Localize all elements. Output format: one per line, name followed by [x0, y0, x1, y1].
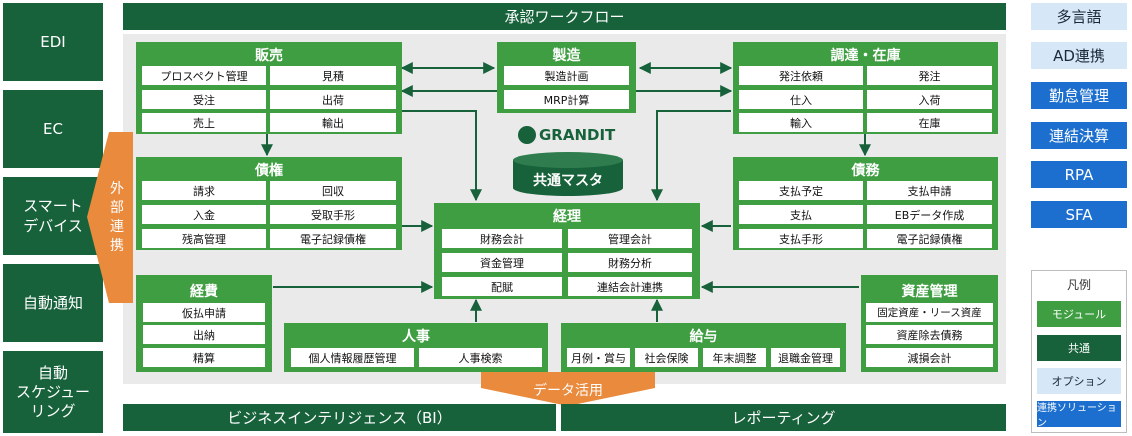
legend: 凡例 モジュール 共通 オプション 連携ソリューション: [1031, 270, 1127, 433]
cell: 資金管理: [442, 253, 562, 272]
cell: 退職金管理: [771, 348, 840, 367]
legend-title: 凡例: [1066, 278, 1091, 292]
left-item-auto-notify: 自動通知: [3, 264, 103, 342]
cell: 社会保険: [635, 348, 698, 367]
cell: 減損会計: [866, 348, 993, 367]
legend-common: 共通: [1037, 335, 1121, 361]
cell: 財務会計: [442, 229, 562, 248]
cell: 支払予定: [739, 181, 863, 200]
cell: 残高管理: [142, 229, 266, 248]
bi-bar: ビジネスインテリジェンス（BI）: [123, 404, 556, 431]
left-item-edi: EDI: [3, 3, 103, 81]
module-sales: 販売 プロスペクト管理 見積 受注 出荷 売上 輸出: [136, 42, 402, 134]
module-assets: 資産管理 固定資産・リース資産 資産除去債務 減損会計: [861, 275, 998, 372]
cell: 輸出: [270, 113, 396, 132]
cell: 売上: [142, 113, 266, 132]
cell: 仮払申請: [143, 303, 265, 322]
solution-sfa: SFA: [1031, 201, 1127, 228]
approval-workflow-bar: 承認ワークフロー: [123, 3, 1006, 30]
grandit-logo: GRANDIT: [518, 124, 618, 146]
left-item-auto-schedule: 自動 スケジュー リング: [3, 351, 103, 433]
module-receivables: 債権 請求 回収 入金 受取手形 残高管理 電子記録債権: [136, 157, 402, 250]
cell: 発注依頼: [739, 66, 863, 85]
module-accounting: 経理 財務会計 管理会計 資金管理 財務分析 配賦 連結会計連携: [434, 203, 700, 299]
cell: 入荷: [867, 90, 992, 109]
module-manufacturing-title: 製造: [552, 48, 581, 64]
module-payroll-title: 給与: [689, 329, 718, 345]
solution-consolidation: 連結決算: [1031, 122, 1127, 149]
module-assets-title: 資産管理: [901, 284, 958, 300]
module-hr-title: 人事: [402, 329, 430, 345]
legend-solution: 連携ソリューション: [1037, 401, 1121, 429]
module-payables-title: 債務: [851, 163, 880, 179]
cell: 回収: [270, 181, 396, 200]
cell: 支払申請: [867, 181, 992, 200]
cell: 月例・賞与: [567, 348, 630, 367]
cell: 資産除去債務: [866, 325, 993, 344]
cell: 年末調整: [703, 348, 766, 367]
left-item-ec: EC: [3, 90, 103, 168]
cell: 出荷: [270, 90, 396, 109]
cell: 在庫: [867, 113, 992, 132]
external-link-label: 外部 連携: [110, 181, 124, 254]
option-ad-integration: AD連携: [1031, 42, 1127, 69]
cell: 支払手形: [739, 229, 863, 248]
cell: 精算: [143, 348, 265, 367]
cell: 配賦: [442, 277, 562, 296]
cell: 財務分析: [568, 253, 692, 272]
cell: 電子記録債権: [867, 229, 992, 248]
option-multilingual: 多言語: [1031, 3, 1127, 30]
module-payroll: 給与 月例・賞与 社会保険 年末調整 退職金管理: [561, 323, 846, 372]
data-usage-label: データ活用: [533, 383, 603, 399]
cell: 連結会計連携: [568, 277, 692, 296]
module-accounting-title: 経理: [553, 209, 581, 225]
logo-text: GRANDIT: [539, 126, 616, 144]
cell: EBデータ作成: [867, 205, 992, 224]
cell: 発注: [867, 66, 992, 85]
cell: 見積: [270, 66, 396, 85]
cell: 輸入: [739, 113, 863, 132]
cell: 出納: [143, 325, 265, 344]
cell: 固定資産・リース資産: [866, 303, 993, 322]
solution-attendance: 勤怠管理: [1031, 82, 1127, 109]
module-receivables-title: 債権: [255, 163, 283, 179]
cell: 仕入: [739, 90, 863, 109]
module-expenses-title: 経費: [190, 284, 218, 300]
reporting-bar: レポーティング: [561, 404, 1006, 431]
cell: 支払: [739, 205, 863, 224]
cell: 製造計画: [504, 66, 629, 85]
cell: 個人情報履歴管理: [291, 348, 414, 367]
cell: 請求: [142, 181, 266, 200]
module-hr: 人事 個人情報履歴管理 人事検索: [284, 323, 548, 372]
cell: 入金: [142, 205, 266, 224]
module-expenses: 経費 仮払申請 出納 精算: [136, 275, 272, 372]
logo-mark-icon: [518, 126, 536, 144]
cell: 受注: [142, 90, 266, 109]
cell: 管理会計: [568, 229, 692, 248]
cell: 受取手形: [270, 205, 396, 224]
master-label: 共通マスタ: [533, 173, 603, 189]
module-manufacturing: 製造 製造計画 MRP計算: [497, 42, 636, 113]
cell: 人事検索: [419, 348, 542, 367]
module-payables: 債務 支払予定 支払申請 支払 EBデータ作成 支払手形 電子記録債権: [733, 157, 998, 250]
solution-rpa: RPA: [1031, 161, 1127, 188]
cell: MRP計算: [504, 90, 629, 109]
module-sales-title: 販売: [255, 48, 283, 64]
cell: プロスペクト管理: [142, 66, 266, 85]
cell: 電子記録債権: [270, 229, 396, 248]
module-procurement-title: 調達・在庫: [830, 48, 901, 64]
legend-module: モジュール: [1037, 301, 1121, 327]
module-procurement: 調達・在庫 発注依頼 発注 仕入 入荷 輸入 在庫: [733, 42, 998, 134]
legend-option: オプション: [1037, 368, 1121, 394]
left-item-smart-device: スマート デバイス: [3, 177, 103, 255]
